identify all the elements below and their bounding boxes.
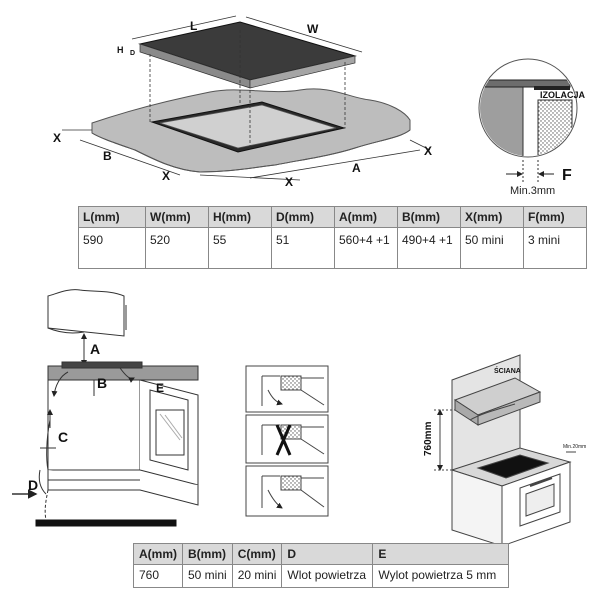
header-W: W(mm) <box>145 206 209 228</box>
label-min20mm: Min.20mm <box>563 444 586 450</box>
projection-lines <box>149 30 346 150</box>
table-row: 590 520 55 51 560+4 +1 490+4 +1 50 mini … <box>78 227 587 269</box>
header-H: H(mm) <box>208 206 272 228</box>
header-F: F(mm) <box>523 206 587 228</box>
label-C-bottom: C <box>58 429 68 445</box>
header-C: C(mm) <box>231 543 283 565</box>
label-E-bottom: E <box>156 381 164 395</box>
cabinet-side-view <box>12 289 199 527</box>
label-H: H <box>117 45 124 55</box>
cell-F: 3 mini <box>523 227 587 269</box>
header-A: A(mm) <box>334 206 398 228</box>
label-sciana: ŚCIANA <box>494 366 521 375</box>
header-A: A(mm) <box>133 543 183 565</box>
cell-A: 760 <box>133 564 183 588</box>
header-B: B(mm) <box>182 543 233 565</box>
dimension-lines-top <box>62 15 431 181</box>
cell-E: Wylot powietrza 5 mm <box>372 564 510 588</box>
label-B: B <box>103 149 112 163</box>
label-F: F <box>562 167 572 184</box>
label-X-right: X <box>424 144 432 158</box>
header-B: B(mm) <box>397 206 461 228</box>
label-X-bottom: X <box>285 175 293 189</box>
label-min3mm: Min.3mm <box>510 185 555 197</box>
cell-H: 55 <box>208 227 272 269</box>
label-A-bottom: A <box>90 341 100 357</box>
label-760mm: 760mm <box>423 421 434 456</box>
worktop <box>91 88 411 173</box>
cell-A: 560+4 +1 <box>334 227 398 269</box>
installation-clearance-table: A(mm) B(mm) C(mm) D E 760 50 mini 20 min… <box>133 543 510 588</box>
label-L: L <box>190 19 197 33</box>
installation-height-view <box>434 354 576 547</box>
table-header-row: L(mm) W(mm) H(mm) D(mm) A(mm) B(mm) X(mm… <box>78 206 587 228</box>
label-D: D <box>130 50 135 57</box>
hob-glass <box>138 21 357 89</box>
label-X-left: X <box>53 131 61 145</box>
cell-D: 51 <box>271 227 335 269</box>
table-header-row: A(mm) B(mm) C(mm) D E <box>133 543 510 565</box>
header-D: D <box>281 543 374 565</box>
label-B-bottom: B <box>97 375 107 391</box>
cell-L: 590 <box>78 227 146 269</box>
label-X-bottom-left: X <box>162 169 170 183</box>
cell-W: 520 <box>145 227 209 269</box>
cell-C: 20 mini <box>231 564 283 588</box>
header-D: D(mm) <box>271 206 335 228</box>
cell-X: 50 mini <box>460 227 524 269</box>
header-X: X(mm) <box>460 206 524 228</box>
cell-B: 50 mini <box>182 564 233 588</box>
label-izolacja: IZOLACJA <box>540 90 586 100</box>
cell-D: Wlot powietrza <box>281 564 374 588</box>
header-E: E <box>372 543 510 565</box>
header-L: L(mm) <box>78 206 146 228</box>
cell-B: 490+4 +1 <box>397 227 461 269</box>
label-D-bottom: D <box>28 477 38 493</box>
cutout-dimensions-table: L(mm) W(mm) H(mm) D(mm) A(mm) B(mm) X(mm… <box>78 206 587 269</box>
installation-panels <box>245 365 329 517</box>
label-A: A <box>352 161 361 175</box>
table-row: 760 50 mini 20 mini Wlot powietrza Wylot… <box>133 564 510 588</box>
insulation-detail: IZOLACJA F Min.3mm <box>478 58 586 197</box>
label-W: W <box>307 22 319 36</box>
